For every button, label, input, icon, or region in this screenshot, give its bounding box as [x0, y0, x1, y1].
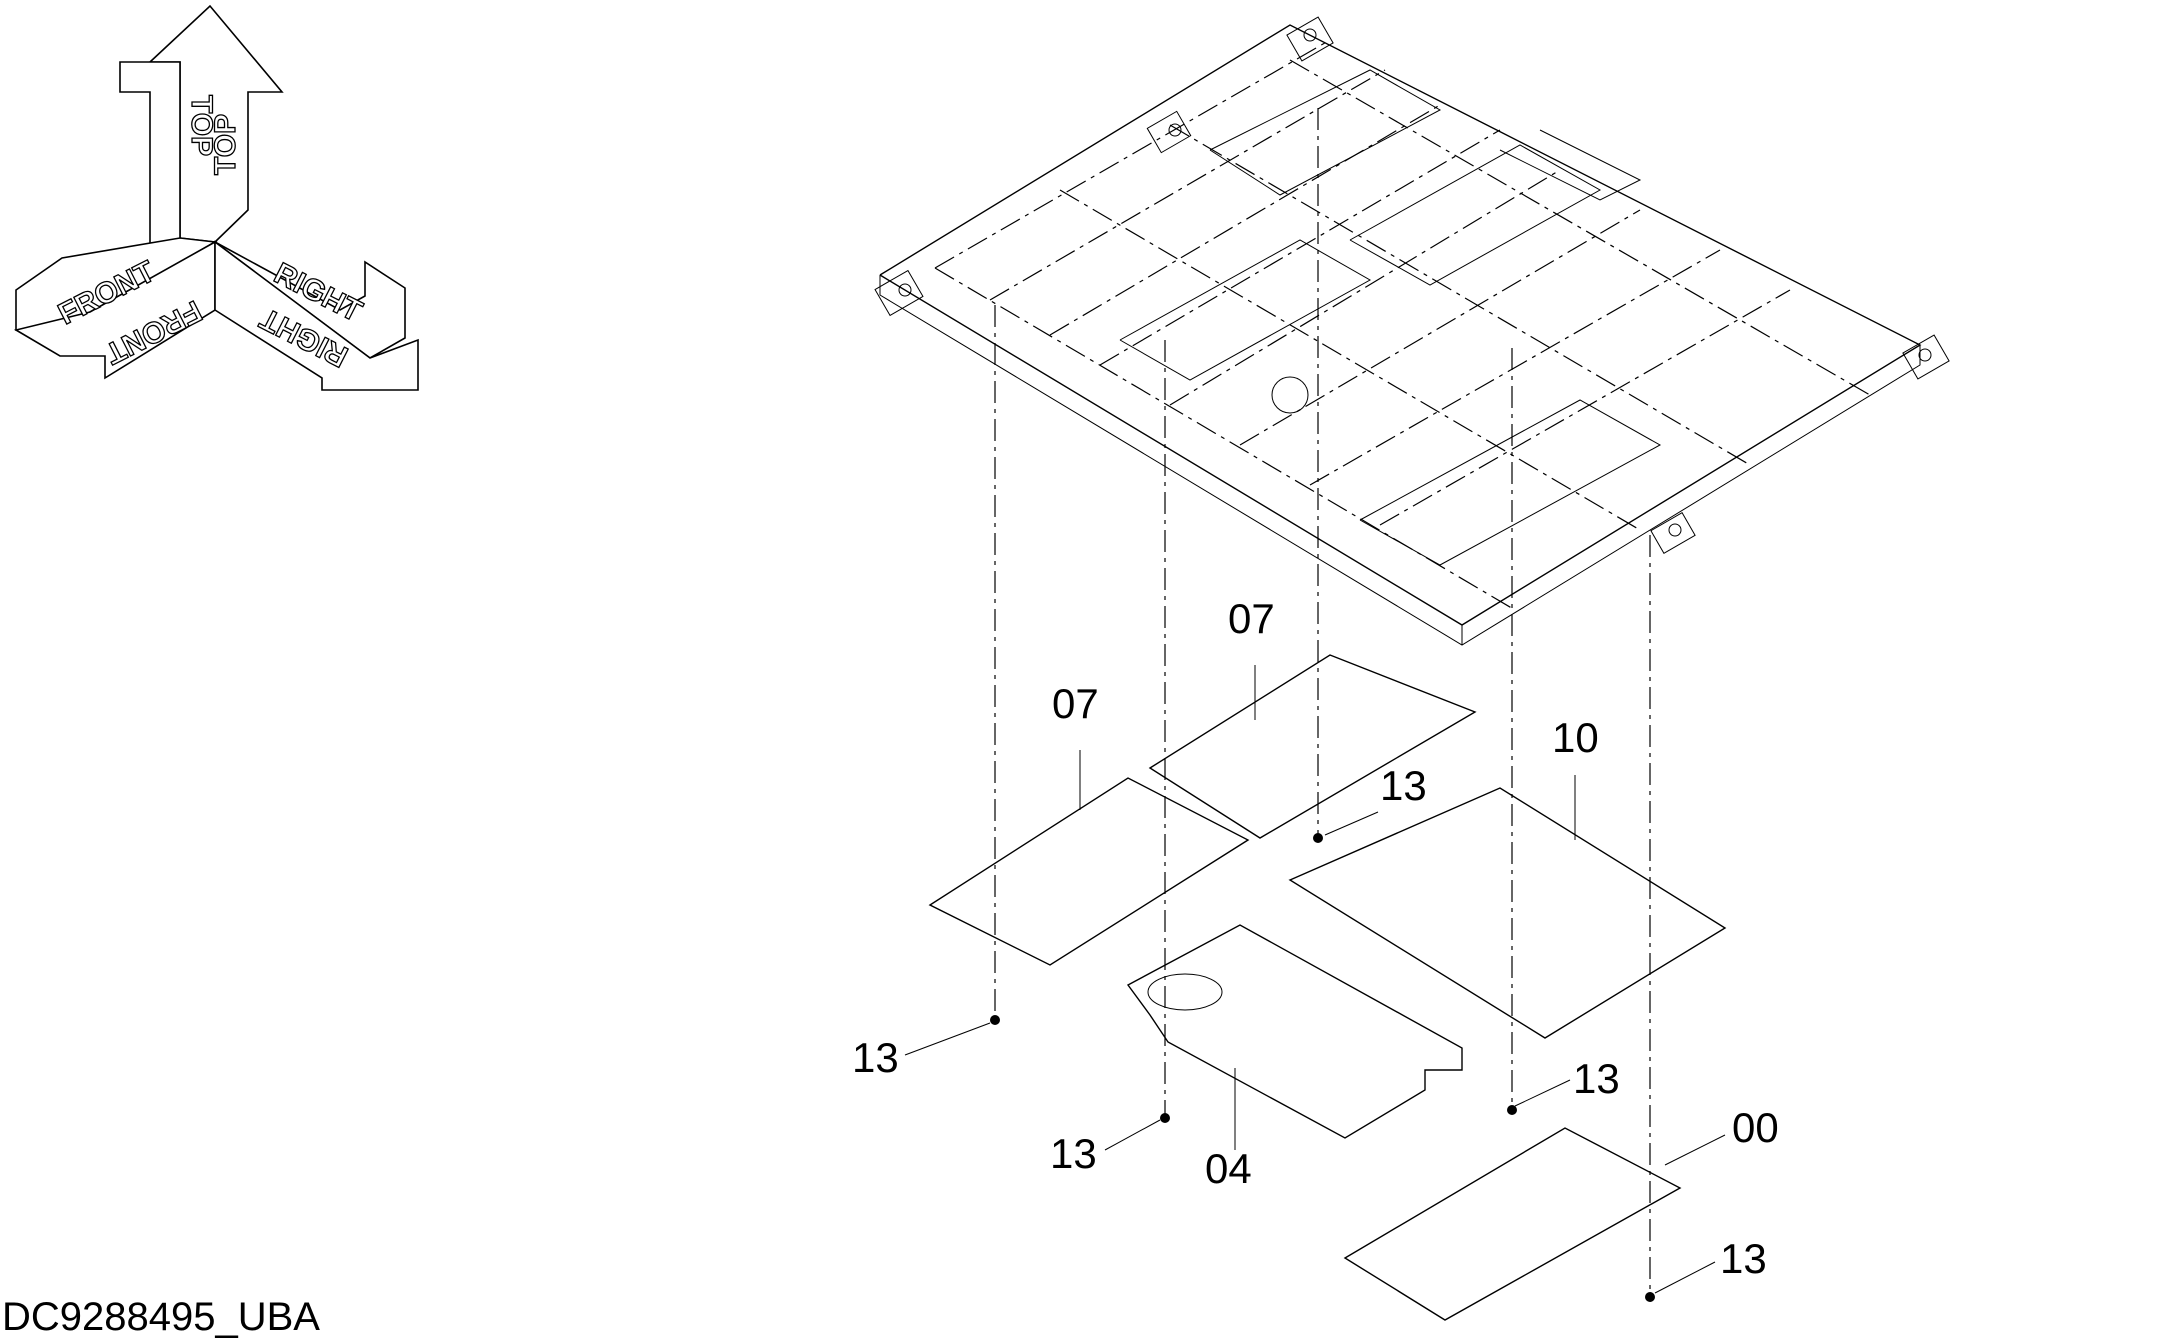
top-label-2: TOP: [209, 114, 242, 175]
figure-id: DC9288495_UBA: [2, 1295, 320, 1339]
screw-13-mid: [1160, 1113, 1170, 1123]
right-arrow: [214, 241, 406, 359]
orientation-indicator: TOP TOP FRONT FRONT RIGHT RIGHT: [13, 4, 419, 391]
callout-07-left: 07: [1052, 680, 1099, 727]
frame-assembly: [874, 16, 1950, 646]
screw-13-center: [1313, 833, 1323, 843]
top-label-1: TOP: [185, 95, 218, 156]
assembly-alignment-lines: [994, 108, 1651, 1295]
panel-10: [1288, 787, 1727, 1039]
callout-07-right: 07: [1228, 595, 1275, 642]
screw-13-left: [990, 1015, 1000, 1025]
panel-00: [1343, 1127, 1682, 1321]
leader-lines: [904, 665, 1726, 1294]
callout-13-mid: 13: [1050, 1130, 1097, 1177]
callout-13-left: 13: [852, 1034, 899, 1081]
callout-labels: 07 07 10 13 13 13 04 13 00 13: [852, 595, 1779, 1282]
panel-07-left: [928, 777, 1250, 966]
callout-13-right: 13: [1573, 1055, 1620, 1102]
panel-04-hole: [1147, 973, 1223, 1011]
panel-04: [1126, 924, 1463, 1139]
screw-13-right: [1507, 1105, 1517, 1115]
callout-13-bottom: 13: [1720, 1235, 1767, 1282]
callout-13-center: 13: [1380, 762, 1427, 809]
callout-04: 04: [1205, 1145, 1252, 1192]
screws: [990, 833, 1655, 1302]
callout-00: 00: [1732, 1104, 1779, 1151]
panel-07-right: [1148, 654, 1477, 839]
callout-10: 10: [1552, 714, 1599, 761]
screw-13-bottom: [1645, 1292, 1655, 1302]
